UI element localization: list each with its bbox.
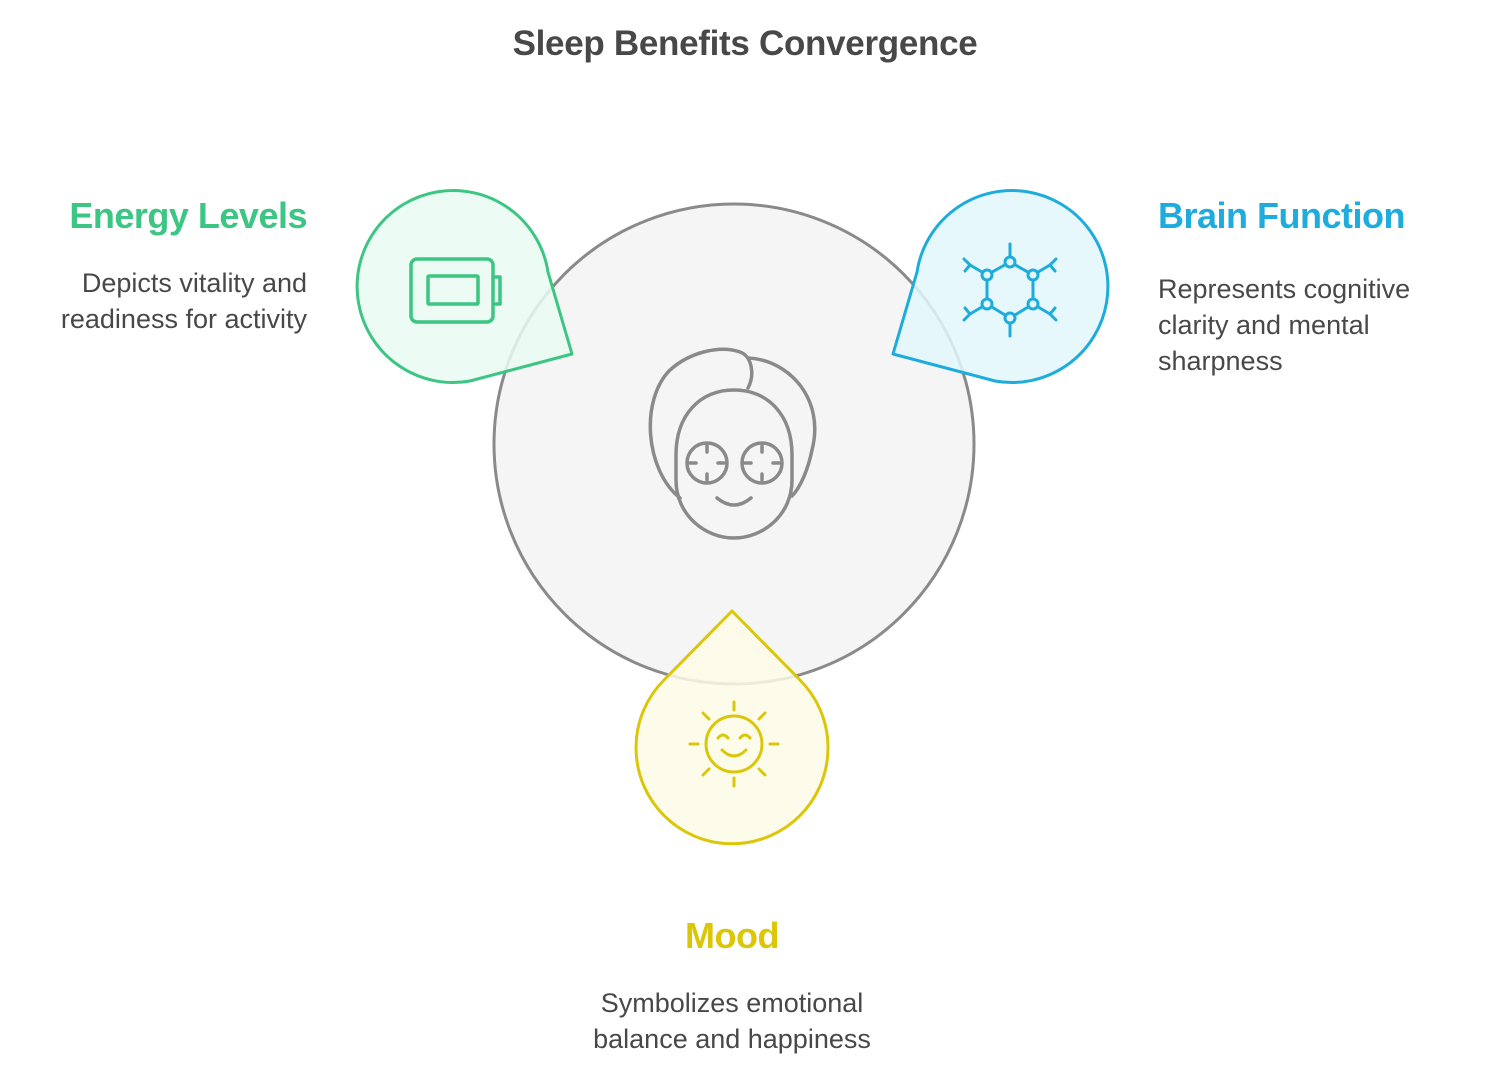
battery-icon [409,257,502,324]
description-line: sharpness [1158,346,1283,376]
description-line: Depicts vitality and [81,268,307,298]
mood-title: Mood [685,915,779,956]
energy-drop [355,189,574,384]
description-line: readiness for activity [60,304,307,334]
face-mask-relax-icon [648,347,817,540]
smiling-sun-icon [688,700,780,788]
brain-function-title: Brain Function [1158,195,1406,236]
energy-levels-description: Depicts vitality and readiness for activ… [0,265,307,337]
description-line: Symbolizes emotional [600,988,864,1018]
mood-description: Symbolizes emotional balance and happine… [0,985,1464,1057]
description-line: balance and happiness [593,1024,871,1054]
energy-levels-title: Energy Levels [69,195,307,236]
molecule-icon [962,242,1058,338]
brain-drop [891,189,1110,384]
mood-drop [634,609,830,846]
diagram-title: Sleep Benefits Convergence [512,24,978,63]
description-line: clarity and mental [1158,310,1370,340]
description-line: Represents cognitive [1158,274,1411,304]
brain-function-description: Represents cognitive clarity and mental … [1158,271,1458,379]
